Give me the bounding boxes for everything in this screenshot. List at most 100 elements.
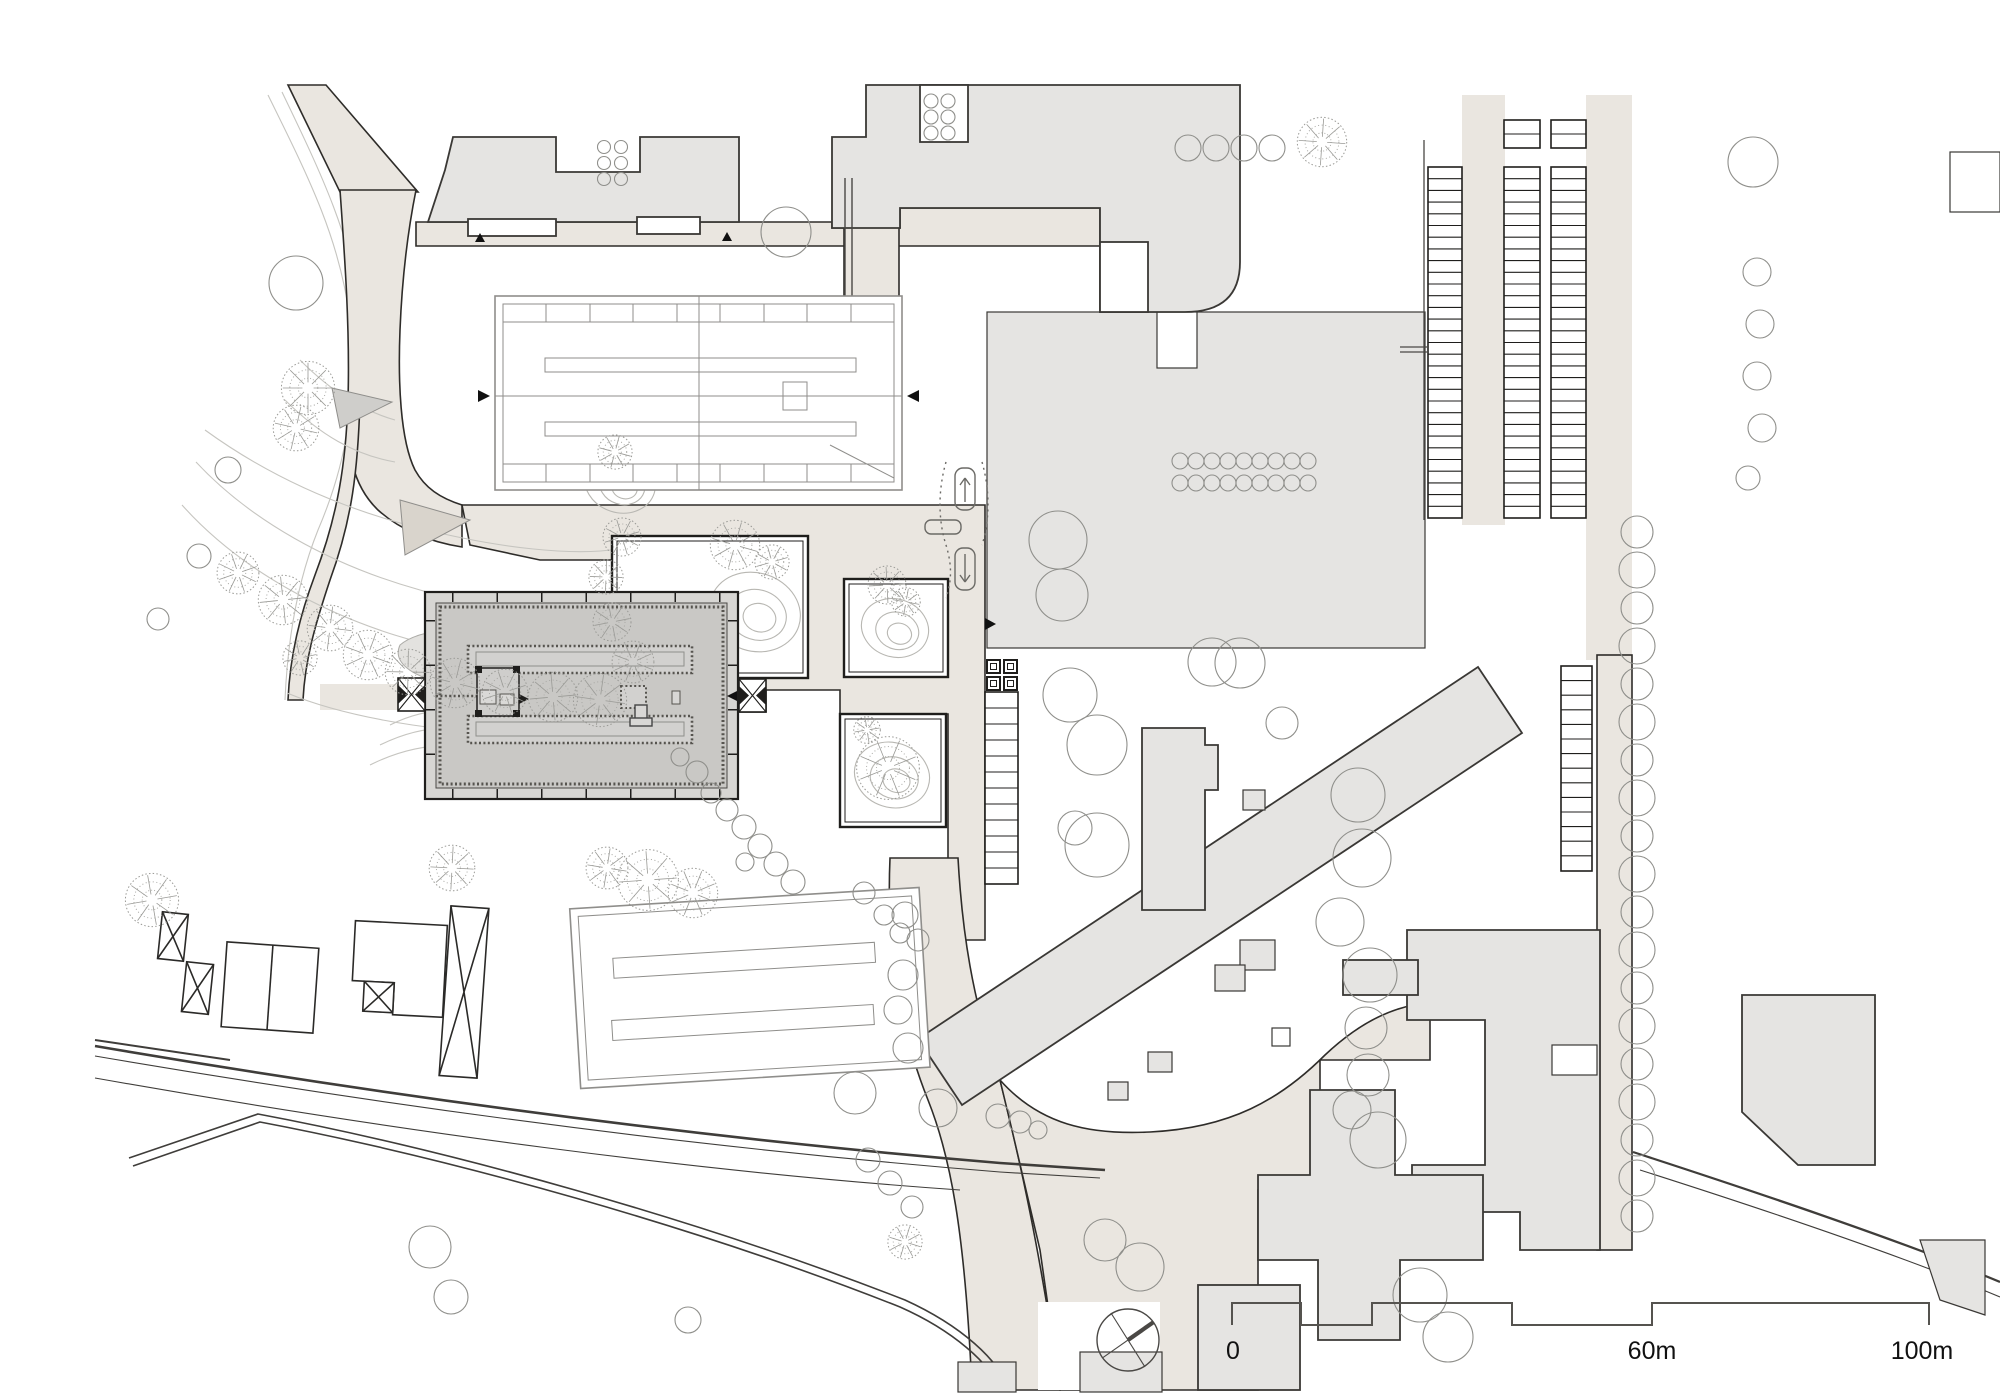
hall-south	[568, 886, 931, 1090]
tree-canopy-circle	[923, 125, 939, 141]
parking-stalls	[984, 119, 1593, 885]
tree-canopy-circle	[613, 171, 629, 187]
tree-canopy-circle	[1258, 134, 1286, 162]
tree-detailed	[1296, 116, 1348, 168]
tree-canopy-circle	[700, 782, 722, 804]
path-left-bowtie	[320, 684, 400, 710]
parking-lane-1	[1462, 95, 1505, 525]
tree-canopy-circle	[940, 93, 956, 109]
tree-canopy-circle	[596, 139, 612, 155]
tree-canopy-circle	[674, 1306, 702, 1334]
courtyard-nw	[919, 84, 969, 143]
tree-canopy-circle	[1057, 810, 1093, 846]
tree-canopy-circle	[940, 125, 956, 141]
tree-canopy-circle	[1620, 1123, 1654, 1157]
tree-canopy-circle	[1008, 1110, 1032, 1134]
tree-detailed	[597, 434, 633, 470]
scale-bar: 0 60m 100m	[1226, 1302, 1953, 1365]
tree-canopy-circle	[1083, 1218, 1127, 1262]
tree-canopy-circle	[892, 1032, 924, 1064]
tree-detailed	[588, 559, 624, 595]
tree-canopy-circle	[1214, 637, 1266, 689]
building-south-small	[1197, 1284, 1301, 1391]
building-cross-slab	[916, 665, 1524, 1107]
tree-detailed	[754, 544, 790, 580]
tree-canopy-circle	[1618, 551, 1656, 589]
tree-canopy-circle	[1618, 1007, 1656, 1045]
tree-canopy-circle	[214, 456, 242, 484]
tree-canopy-circle	[873, 904, 895, 926]
tree-canopy-circle	[1028, 1120, 1048, 1140]
tree-canopy-circle	[1042, 667, 1098, 723]
contour-ring	[882, 768, 911, 794]
tree-detailed	[602, 517, 642, 557]
tree-canopy-circle	[715, 798, 739, 822]
tree-canopy-circle	[1115, 1242, 1165, 1292]
tree-canopy-circle	[1620, 971, 1654, 1005]
tree-detailed	[306, 604, 354, 652]
tree-canopy-circle	[1618, 627, 1656, 665]
tree-detailed	[124, 872, 180, 928]
tree-canopy-circle	[433, 1279, 469, 1315]
courtyard-nc	[1099, 241, 1149, 313]
entrance-markers	[475, 232, 996, 630]
tree-canopy-circle	[1618, 855, 1656, 893]
tree-canopy-circle	[186, 543, 212, 569]
tree-canopy-circle	[1618, 703, 1656, 741]
scale-label-mid: 60m	[1628, 1337, 1677, 1365]
tree-canopy-circle	[1620, 667, 1654, 701]
buildings	[426, 84, 2000, 1393]
tree-canopy-circle	[887, 959, 919, 991]
tree-canopy-circle	[1735, 465, 1761, 491]
tree-canopy-circle	[1745, 309, 1775, 339]
tree-canopy-circle	[1299, 474, 1317, 492]
tree-detailed	[257, 574, 309, 626]
tree-detailed	[592, 602, 632, 642]
contour-ring	[853, 741, 931, 809]
road-top-left-diagonal	[286, 84, 420, 193]
tree-detailed	[481, 668, 529, 716]
entrance-bowtie-east	[738, 678, 767, 713]
tree-canopy-circle	[940, 109, 956, 125]
north-arrow-icon	[1096, 1308, 1160, 1372]
tree-detailed	[428, 844, 476, 892]
tree-canopy-circle	[891, 901, 919, 929]
tree-canopy-circle	[1618, 931, 1656, 969]
contour-ring	[875, 611, 920, 651]
tree-canopy-circle	[1064, 812, 1130, 878]
tree-canopy-circle	[1346, 1053, 1390, 1097]
tree-canopy-circle	[923, 109, 939, 125]
tree-detailed	[572, 672, 628, 728]
tree-canopy-circle	[596, 155, 612, 171]
plaza-northeast	[986, 311, 1426, 649]
tree-canopy-circle	[985, 1103, 1011, 1129]
tree-canopy-circle	[906, 928, 930, 952]
tree-canopy-circle	[1265, 706, 1299, 740]
contour-ring	[869, 756, 919, 800]
tree-canopy-circle	[1618, 1083, 1656, 1121]
tree-canopy-circle	[760, 206, 812, 258]
tree-canopy-circle	[1422, 1311, 1474, 1363]
tree-detailed	[280, 360, 336, 416]
tree-canopy-circle	[1174, 134, 1202, 162]
tree-canopy-circle	[918, 1088, 958, 1128]
tree-canopy-circle	[146, 607, 170, 631]
tree-canopy-circle	[735, 852, 755, 872]
tree-canopy-circle	[852, 881, 876, 905]
tree-canopy-circle	[1620, 515, 1654, 549]
path-lawn-west	[287, 399, 361, 701]
tree-detailed	[891, 587, 921, 617]
tree-canopy-circle	[1742, 361, 1772, 391]
planter-square	[838, 712, 948, 829]
planter-square	[842, 577, 950, 679]
tree-detailed	[617, 849, 679, 911]
tree-canopy-circle	[1620, 743, 1654, 777]
tree-canopy-circle	[731, 814, 757, 840]
parking-lane-2	[1586, 95, 1632, 660]
tree-canopy-circle	[1620, 819, 1654, 853]
tree-canopy-circle	[1620, 591, 1654, 625]
building-north-west	[426, 136, 740, 223]
walkway-top	[843, 214, 900, 309]
